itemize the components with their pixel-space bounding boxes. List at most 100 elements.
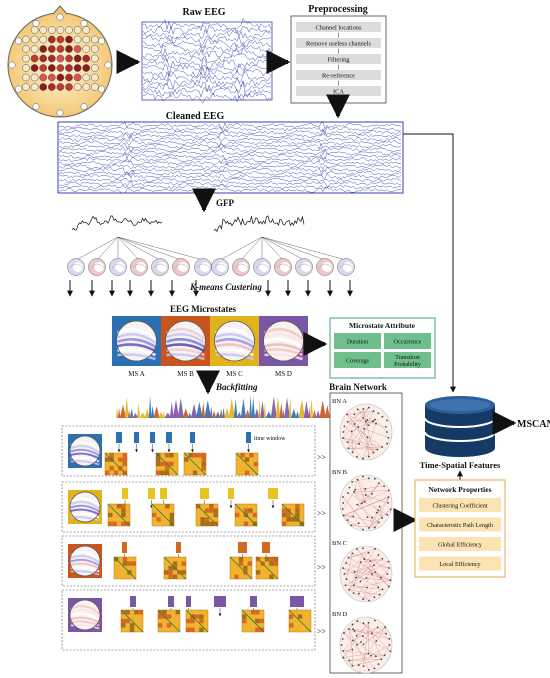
window-row-2: >> — [61, 481, 327, 533]
double-arrow-marker: >> — [317, 563, 327, 572]
network-edge — [379, 506, 383, 519]
network-property-label: Characteristic Path Length — [427, 522, 494, 529]
backfit-peak — [251, 397, 256, 418]
electrode-dot — [73, 54, 82, 63]
eeg-trace — [142, 38, 272, 53]
time-window-bar — [200, 488, 209, 499]
backfitting-sequence — [116, 395, 331, 418]
backfit-peak — [132, 412, 139, 418]
network-node — [371, 516, 373, 519]
network-edge — [374, 522, 379, 528]
network-node — [347, 447, 350, 450]
network-edge — [363, 622, 369, 667]
network-edge — [357, 479, 383, 519]
network-property-label: Clustering Coefficient — [432, 503, 487, 510]
network-node — [352, 515, 355, 518]
network-edge — [374, 419, 387, 433]
network-node — [387, 489, 390, 492]
backfit-peak — [124, 396, 129, 418]
network-node — [377, 663, 380, 666]
network-edge — [348, 419, 368, 449]
electrode-dot — [82, 26, 91, 34]
network-edge — [343, 622, 369, 658]
network-node — [362, 547, 364, 550]
backfit-peak — [307, 407, 311, 418]
electrode-dot — [30, 64, 39, 72]
electrode-dot — [56, 83, 65, 91]
attribute-cell-label: Transition — [395, 355, 419, 361]
microstate-label: MS B — [177, 370, 194, 378]
eeg-trace — [142, 63, 272, 76]
microstate-attribute-title: Microstate Attribute — [349, 321, 416, 330]
eeg-trace — [58, 166, 402, 175]
network-node — [374, 547, 376, 550]
network-edge — [347, 421, 383, 448]
network-node — [342, 502, 345, 504]
network-node — [362, 408, 365, 410]
eeg-trace — [58, 186, 402, 194]
network-node — [362, 643, 365, 646]
network-edge — [360, 562, 389, 587]
network-node — [374, 418, 376, 421]
time-window-bar — [290, 596, 304, 607]
network-edge — [342, 437, 364, 459]
electrode-dot — [47, 83, 56, 91]
network-edge — [343, 649, 353, 652]
time-window-bar — [166, 432, 172, 443]
gfp-topomap — [295, 258, 313, 276]
network-node — [372, 410, 375, 413]
network-node — [377, 521, 380, 524]
backfit-peak — [117, 407, 121, 418]
network-node — [347, 556, 350, 559]
network-edge — [348, 552, 369, 558]
network-edge — [362, 589, 383, 600]
backfit-peak — [319, 400, 326, 418]
network-node — [366, 516, 369, 519]
gfp-peak-link — [261, 236, 326, 261]
network-node — [343, 631, 345, 634]
gfp-topomap — [337, 258, 355, 276]
network-edge — [354, 564, 375, 573]
network-node — [353, 629, 356, 632]
gfp-topomap — [194, 258, 212, 276]
network-node — [367, 406, 370, 409]
electrode-dot — [82, 54, 91, 63]
backfit-peak — [284, 397, 290, 418]
network-edge — [368, 552, 388, 575]
time-window-legend-bar — [246, 432, 251, 443]
network-node — [389, 508, 392, 511]
backfit-peak — [190, 403, 198, 418]
network-property-label: Global Efficiency — [438, 542, 483, 549]
network-edge — [347, 441, 378, 450]
electrode-dot — [98, 37, 106, 45]
network-edge — [373, 564, 390, 569]
backfit-peak — [245, 409, 251, 418]
network-edge — [371, 633, 382, 660]
network-node — [353, 490, 355, 493]
network-edge — [368, 509, 391, 529]
network-node — [381, 557, 384, 560]
eeg-trace — [58, 131, 402, 140]
electrode-dot — [65, 35, 73, 44]
network-node — [360, 641, 362, 643]
gfp-peak-link — [261, 236, 347, 261]
network-edge — [343, 657, 353, 666]
brain-network-label: BN B — [332, 469, 348, 476]
network-node — [373, 526, 376, 529]
backfit-peak — [116, 406, 119, 418]
electrode-dot — [82, 83, 91, 91]
network-node — [357, 522, 360, 525]
network-edge — [356, 622, 369, 636]
gfp-label: GFP — [216, 198, 234, 208]
network-node — [366, 436, 369, 439]
network-node — [359, 561, 362, 564]
network-node — [348, 486, 351, 489]
network-node — [363, 558, 366, 560]
network-node — [377, 586, 380, 589]
backfit-peak — [222, 407, 226, 418]
network-node — [370, 654, 372, 657]
network-node — [340, 644, 343, 646]
network-node — [377, 412, 380, 415]
network-edge — [345, 585, 383, 590]
